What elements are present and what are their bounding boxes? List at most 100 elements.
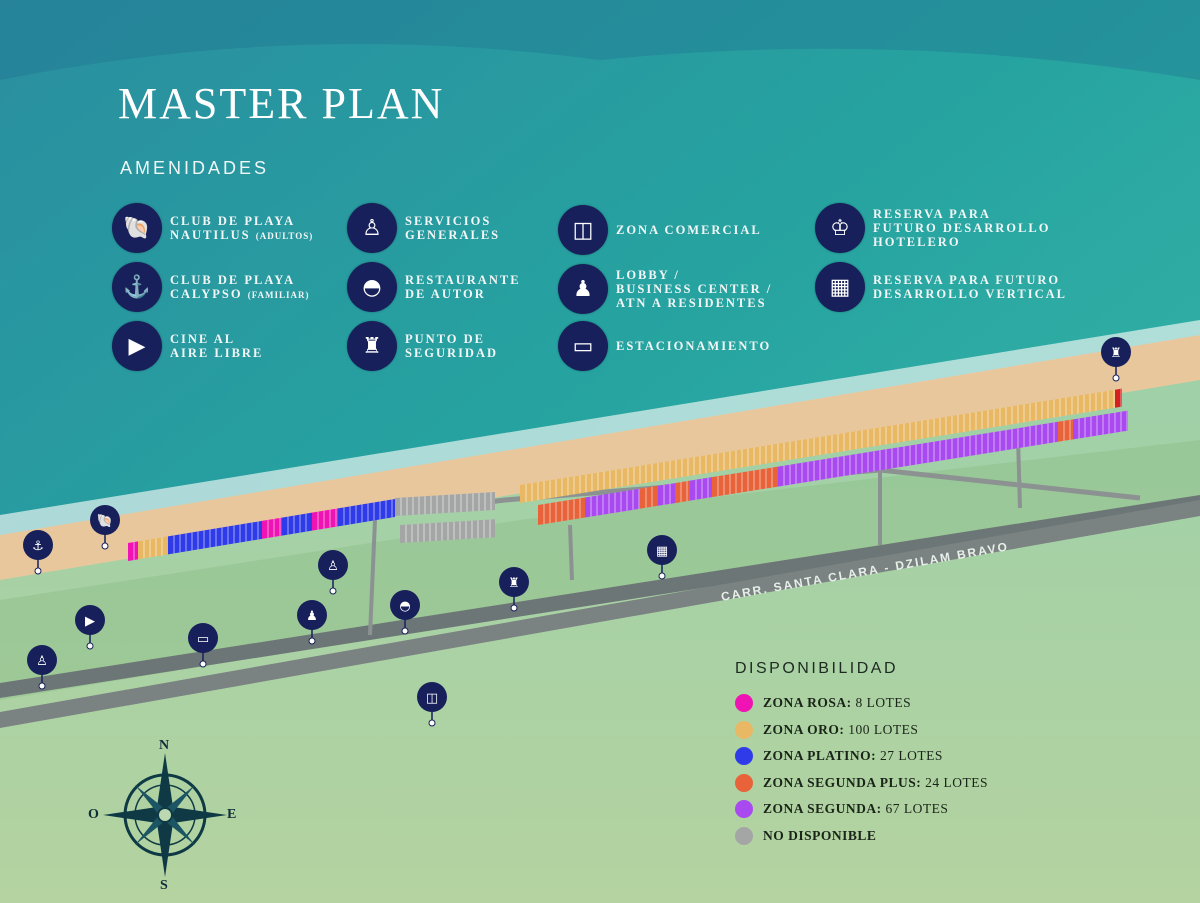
amenity-label-line: DESARROLLO VERTICAL — [873, 287, 1067, 301]
map-pin-cloche-icon[interactable]: ◓ — [390, 590, 420, 635]
lot-block-oro[interactable] — [138, 536, 168, 560]
access-road — [1016, 437, 1022, 509]
highway — [0, 500, 1200, 728]
lots-layer — [128, 388, 1128, 561]
legend-swatch — [735, 800, 753, 819]
map-pins: ⚓ 🐚 ▶ ♙ ▭ ♟ ♙ ◓ ◫ ♜ ▦ ♜ — [23, 337, 1131, 727]
lot-block-rosa[interactable] — [262, 517, 282, 539]
amenity-label-line: CALYPSO — [170, 286, 243, 301]
amenity-label-line: DE AUTOR — [405, 287, 486, 301]
legend-item: ZONA ORO: 100 LOTES — [735, 717, 988, 744]
bellhop-icon: ♔ — [815, 203, 865, 253]
lot-block-plus[interactable] — [640, 485, 658, 509]
legend-item: NO DISPONIBLE — [735, 823, 988, 850]
svg-text:▭: ▭ — [197, 632, 209, 647]
legend-swatch — [735, 694, 753, 713]
amenity-label: ESTACIONAMIENTO — [616, 339, 771, 353]
car-icon: ▭ — [558, 321, 608, 371]
legend-count: 24 LOTES — [925, 774, 989, 790]
compass-east: E — [227, 807, 237, 822]
lot-block-red[interactable] — [1115, 388, 1122, 408]
legend-item: ZONA SEGUNDA PLUS: 24 LOTES — [735, 770, 988, 797]
lot-block-plus[interactable] — [675, 480, 690, 504]
amenity-label-line: SERVICIOS — [405, 214, 492, 228]
legend-item: ZONA PLATINO: 27 LOTES — [735, 743, 988, 770]
map-pin-outdoor-cinema-icon[interactable]: ▶ — [75, 605, 105, 650]
lot-block-plus[interactable] — [712, 466, 778, 498]
svg-text:♜: ♜ — [1110, 346, 1122, 361]
cloche-icon: ◓ — [347, 262, 397, 312]
lot-block-platino[interactable] — [282, 512, 312, 536]
lot-block-segunda[interactable] — [690, 477, 712, 501]
lot-block-platino[interactable] — [168, 520, 262, 555]
map-pin-nautilus-shell-icon[interactable]: 🐚 — [90, 505, 120, 550]
map-pin-anchor-icon[interactable]: ⚓ — [23, 530, 53, 575]
legend-heading: DISPONIBILIDAD — [735, 660, 899, 677]
legend-label: ZONA SEGUNDA: — [763, 801, 882, 817]
legend-item: ZONA SEGUNDA: 67 LOTES — [735, 796, 988, 823]
legend-label: ZONA PLATINO: — [763, 748, 877, 764]
compass-north: N — [159, 738, 170, 753]
amenity-item: ♟LOBBY /BUSINESS CENTER /ATN A RESIDENTE… — [558, 264, 772, 314]
svg-text:♙: ♙ — [327, 559, 339, 574]
nautilus-shell-icon: 🐚 — [112, 203, 162, 253]
map-pin-building-icon[interactable]: ▦ — [647, 535, 677, 580]
amenity-label-line: RESERVA PARA FUTURO — [873, 273, 1061, 287]
svg-text:♟: ♟ — [306, 609, 318, 624]
amenity-label-line: NAUTILUS — [170, 227, 251, 242]
amenity-note: (ADULTOS) — [255, 230, 314, 241]
page-title: MASTER PLAN — [118, 79, 445, 128]
legend-count: 67 LOTES — [885, 801, 949, 817]
lot-block-segunda[interactable] — [1073, 410, 1128, 440]
amenity-label-line: HOTELERO — [873, 235, 961, 249]
access-road — [368, 519, 377, 636]
amenity-note: (FAMILIAR) — [247, 289, 310, 300]
lot-block-plus[interactable] — [1058, 419, 1073, 442]
svg-text:⚓: ⚓ — [32, 539, 44, 554]
amenity-item: ◫ZONA COMERCIAL — [558, 205, 762, 255]
legend-label: ZONA SEGUNDA PLUS: — [763, 774, 922, 790]
lot-block-segunda[interactable] — [585, 488, 640, 518]
amenity-label-line: SEGURIDAD — [405, 346, 499, 360]
amenity-label-line: RESERVA PARA — [873, 207, 991, 221]
lot-block-na[interactable] — [395, 492, 495, 516]
vegetation-band — [0, 440, 1200, 700]
map-pin-hand-service-icon[interactable]: ♙ — [318, 550, 348, 595]
compass-rose-icon — [103, 753, 227, 877]
legend-swatch — [735, 720, 753, 739]
map-pin-security-guard-icon[interactable]: ♜ — [499, 567, 529, 612]
lot-block-rosa[interactable] — [312, 508, 338, 531]
lot-block-rosa[interactable] — [128, 541, 138, 561]
amenity-label-line: CINE AL — [170, 332, 236, 346]
map-pin-hand-service-icon[interactable]: ♙ — [27, 645, 57, 690]
map-pin-security-guard-icon[interactable]: ♜ — [1101, 337, 1131, 382]
compass-west: O — [88, 807, 99, 822]
amenity-label: ZONA COMERCIAL — [616, 223, 762, 237]
lot-block-platino[interactable] — [338, 498, 395, 527]
anchor-icon: ⚓ — [112, 262, 162, 312]
amenity-label-line: LOBBY / — [616, 268, 680, 282]
amenity-label-line: GENERALES — [405, 228, 501, 242]
amenity-label-line: ZONA COMERCIAL — [616, 223, 762, 237]
map-pin-reception-desk-icon[interactable]: ♟ — [297, 600, 327, 645]
amenities-heading: AMENIDADES — [120, 158, 270, 178]
map-pin-shopping-bags-icon[interactable]: ◫ — [417, 682, 447, 727]
svg-text:♙: ♙ — [36, 654, 48, 669]
security-guard-icon: ♜ — [347, 321, 397, 371]
amenity-label-line: PUNTO DE — [405, 332, 486, 346]
map-pin-car-icon[interactable]: ▭ — [188, 623, 218, 668]
lot-block-oro[interactable] — [520, 389, 1115, 503]
amenity-label-line: RESTAURANTE — [405, 273, 521, 287]
lot-block-segunda[interactable] — [658, 483, 675, 506]
